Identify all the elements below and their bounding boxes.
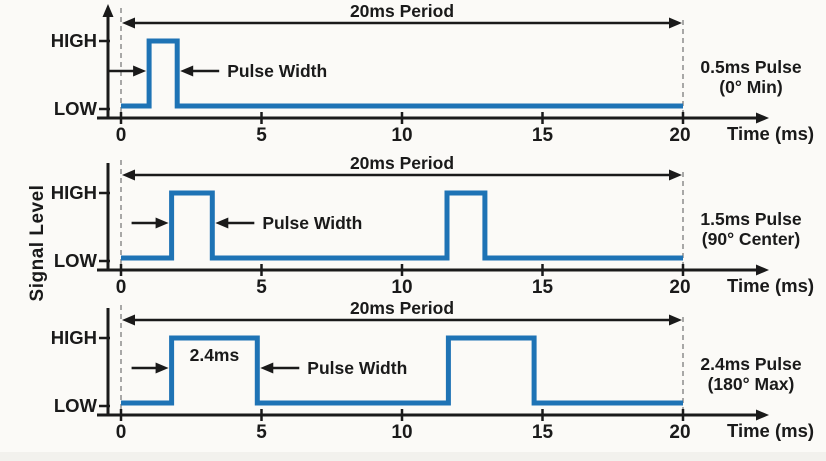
- period-arrow-left-head: [122, 17, 135, 29]
- x-axis-arrow-head: [756, 409, 769, 421]
- period-label: 20ms Period: [350, 298, 454, 318]
- x-tick-label-15: 15: [532, 422, 554, 443]
- x-tick-label-10: 10: [391, 125, 412, 146]
- time-axis-label: Time (ms): [727, 275, 814, 296]
- period-label: 20ms Period: [350, 1, 454, 21]
- watermark-band: [0, 452, 826, 461]
- x-tick-label-5: 5: [256, 125, 267, 146]
- y-axis-arrow-head: [102, 4, 114, 17]
- pulse-caption-line2: (0° Min): [719, 77, 782, 97]
- period-arrow-left-head: [122, 169, 135, 181]
- pulse-caption-line1: 0.5ms Pulse: [700, 57, 801, 77]
- period-label: 20ms Period: [350, 153, 454, 173]
- pulse-caption-line1: 2.4ms Pulse: [700, 354, 801, 374]
- x-tick-label-0: 0: [116, 422, 127, 443]
- x-tick-label-20: 20: [669, 125, 690, 146]
- period-arrow-left-head: [122, 314, 135, 326]
- period-arrow-right-head: [669, 169, 682, 181]
- low-label: LOW: [54, 250, 98, 271]
- pulse-width-arrow-right-head: [155, 362, 169, 374]
- pulse-width-arrow-right-head: [155, 217, 169, 229]
- x-tick-label-15: 15: [532, 125, 554, 146]
- pulse-width-label: Pulse Width: [307, 358, 407, 378]
- x-tick-label-5: 5: [256, 422, 267, 443]
- high-label: HIGH: [51, 30, 97, 51]
- period-arrow-right-head: [669, 17, 682, 29]
- x-axis-arrow-head: [756, 264, 769, 276]
- pulse-width-label: Pulse Width: [227, 61, 327, 81]
- pulse-caption-line2: (90° Center): [702, 229, 800, 249]
- high-label: HIGH: [51, 327, 97, 348]
- pwm-waveform: [121, 190, 683, 261]
- pulse-width-label: Pulse Width: [262, 213, 362, 233]
- pwm-waveform: [121, 38, 683, 109]
- x-tick-label-15: 15: [532, 277, 554, 298]
- high-label: HIGH: [51, 182, 97, 203]
- time-axis-label: Time (ms): [727, 420, 814, 441]
- x-tick-label-0: 0: [116, 277, 127, 298]
- low-label: LOW: [54, 98, 98, 119]
- y-axis-title: Signal Level: [27, 184, 48, 302]
- pulse-inner-width-label: 2.4ms: [190, 345, 240, 365]
- x-tick-label-20: 20: [669, 277, 690, 298]
- pulse-width-arrow-right-head: [133, 65, 147, 77]
- x-tick-label-5: 5: [256, 277, 267, 298]
- x-axis-arrow-head: [756, 112, 769, 124]
- pulse-width-arrow-left-head: [215, 217, 229, 229]
- pulse-width-arrow-left-head: [180, 65, 194, 77]
- pulse-caption-line2: (180° Max): [708, 374, 795, 394]
- x-tick-label-0: 0: [116, 125, 127, 146]
- pulse-caption-line1: 1.5ms Pulse: [700, 209, 801, 229]
- period-arrow-right-head: [669, 314, 682, 326]
- pulse-width-arrow-left-head: [260, 362, 274, 374]
- x-tick-label-20: 20: [669, 422, 690, 443]
- low-label: LOW: [54, 395, 98, 416]
- pwm-waveform: [121, 335, 683, 406]
- x-tick-label-10: 10: [391, 277, 412, 298]
- x-tick-label-10: 10: [391, 422, 412, 443]
- time-axis-label: Time (ms): [727, 123, 814, 144]
